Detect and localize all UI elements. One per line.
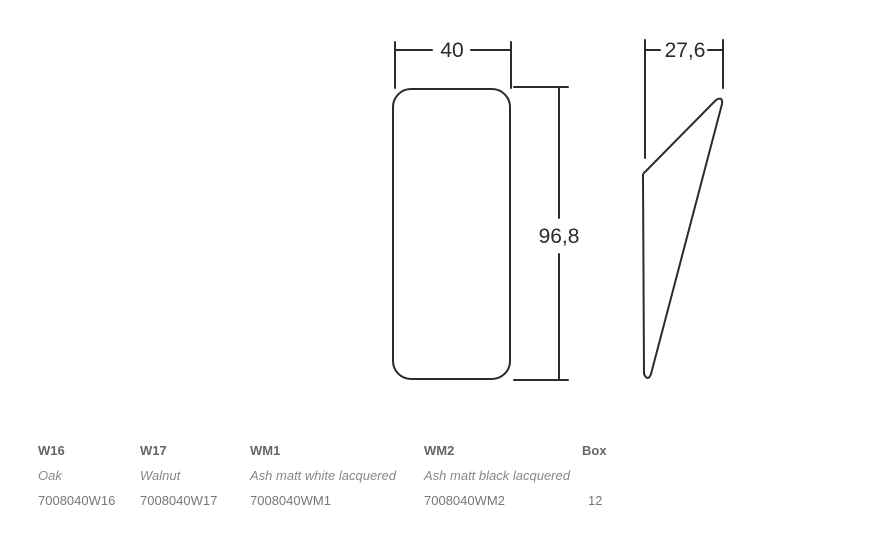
box-quantity: 12 xyxy=(588,493,603,508)
side-view-outline xyxy=(642,97,724,379)
variant-code: WM1 xyxy=(250,443,281,458)
depth-dimension-lines xyxy=(644,39,724,159)
variant-article-number: 7008040W16 xyxy=(38,493,116,508)
variant-finish: Walnut xyxy=(140,468,181,483)
width-dimension-lines xyxy=(394,41,512,89)
variant-finish: Ash matt white lacquered xyxy=(250,468,396,483)
variant-article-number: 7008040W17 xyxy=(140,493,218,508)
variant-table: W16 W17 WM1 WM2 Box Oak Walnut Ash matt … xyxy=(0,436,872,516)
width-dimension-label: 40 xyxy=(440,39,463,62)
variant-finish: Oak xyxy=(38,468,62,483)
depth-dimension-label: 27,6 xyxy=(665,39,706,62)
front-view-outline xyxy=(392,88,511,380)
variant-article-number: 7008040WM2 xyxy=(424,493,505,508)
technical-drawing: 40 96,8 27,6 xyxy=(392,39,724,381)
variant-code: W16 xyxy=(38,443,65,458)
variant-finish: Ash matt black lacquered xyxy=(424,468,570,483)
height-dimension-label: 96,8 xyxy=(539,225,580,248)
variant-article-number: 7008040WM1 xyxy=(250,493,331,508)
height-dimension-lines xyxy=(513,86,569,381)
box-header: Box xyxy=(582,443,607,458)
variant-code: WM2 xyxy=(424,443,455,458)
variant-code: W17 xyxy=(140,443,167,458)
